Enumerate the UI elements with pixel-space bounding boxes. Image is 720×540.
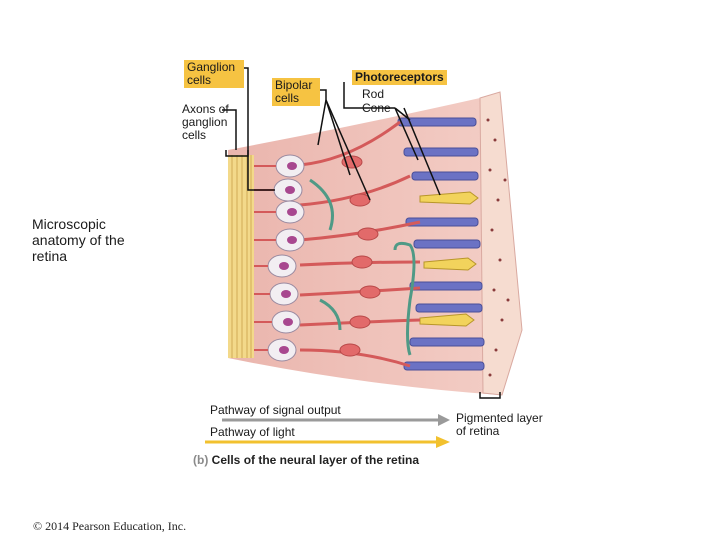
axons-label: Axons of ganglion cells — [182, 102, 229, 142]
pigmented-layer — [479, 91, 523, 396]
copyright-notice: © 2014 Pearson Education, Inc. — [33, 519, 187, 533]
cone-cells — [419, 191, 479, 327]
caption-letter: (b) — [193, 453, 209, 467]
microscopic-anatomy-label: Microscopic anatomy of the retina — [32, 216, 125, 264]
cone-label: Cone — [362, 101, 391, 115]
signal-output-arrow — [222, 414, 450, 426]
photoreceptors-label: Photoreceptors — [352, 70, 447, 85]
rod-label: Rod — [362, 87, 385, 101]
figure-caption: (b) Cells of the neural layer of the ret… — [193, 453, 419, 467]
ganglion-cells — [254, 154, 305, 362]
light-arrow — [205, 436, 450, 448]
bipolar-cells-label: Bipolar cells — [272, 78, 320, 106]
horizontal-cells — [309, 178, 416, 356]
signal-output-label: Pathway of signal output — [210, 403, 341, 417]
rod-cells — [397, 117, 485, 371]
ganglion-cells-label: Ganglion cells — [184, 60, 244, 88]
caption-text: Cells of the neural layer of the retina — [211, 453, 420, 467]
light-pathway-label: Pathway of light — [210, 425, 295, 439]
leader-lines — [222, 67, 501, 399]
pigmented-layer-label: Pigmented layer of retina — [456, 411, 543, 438]
